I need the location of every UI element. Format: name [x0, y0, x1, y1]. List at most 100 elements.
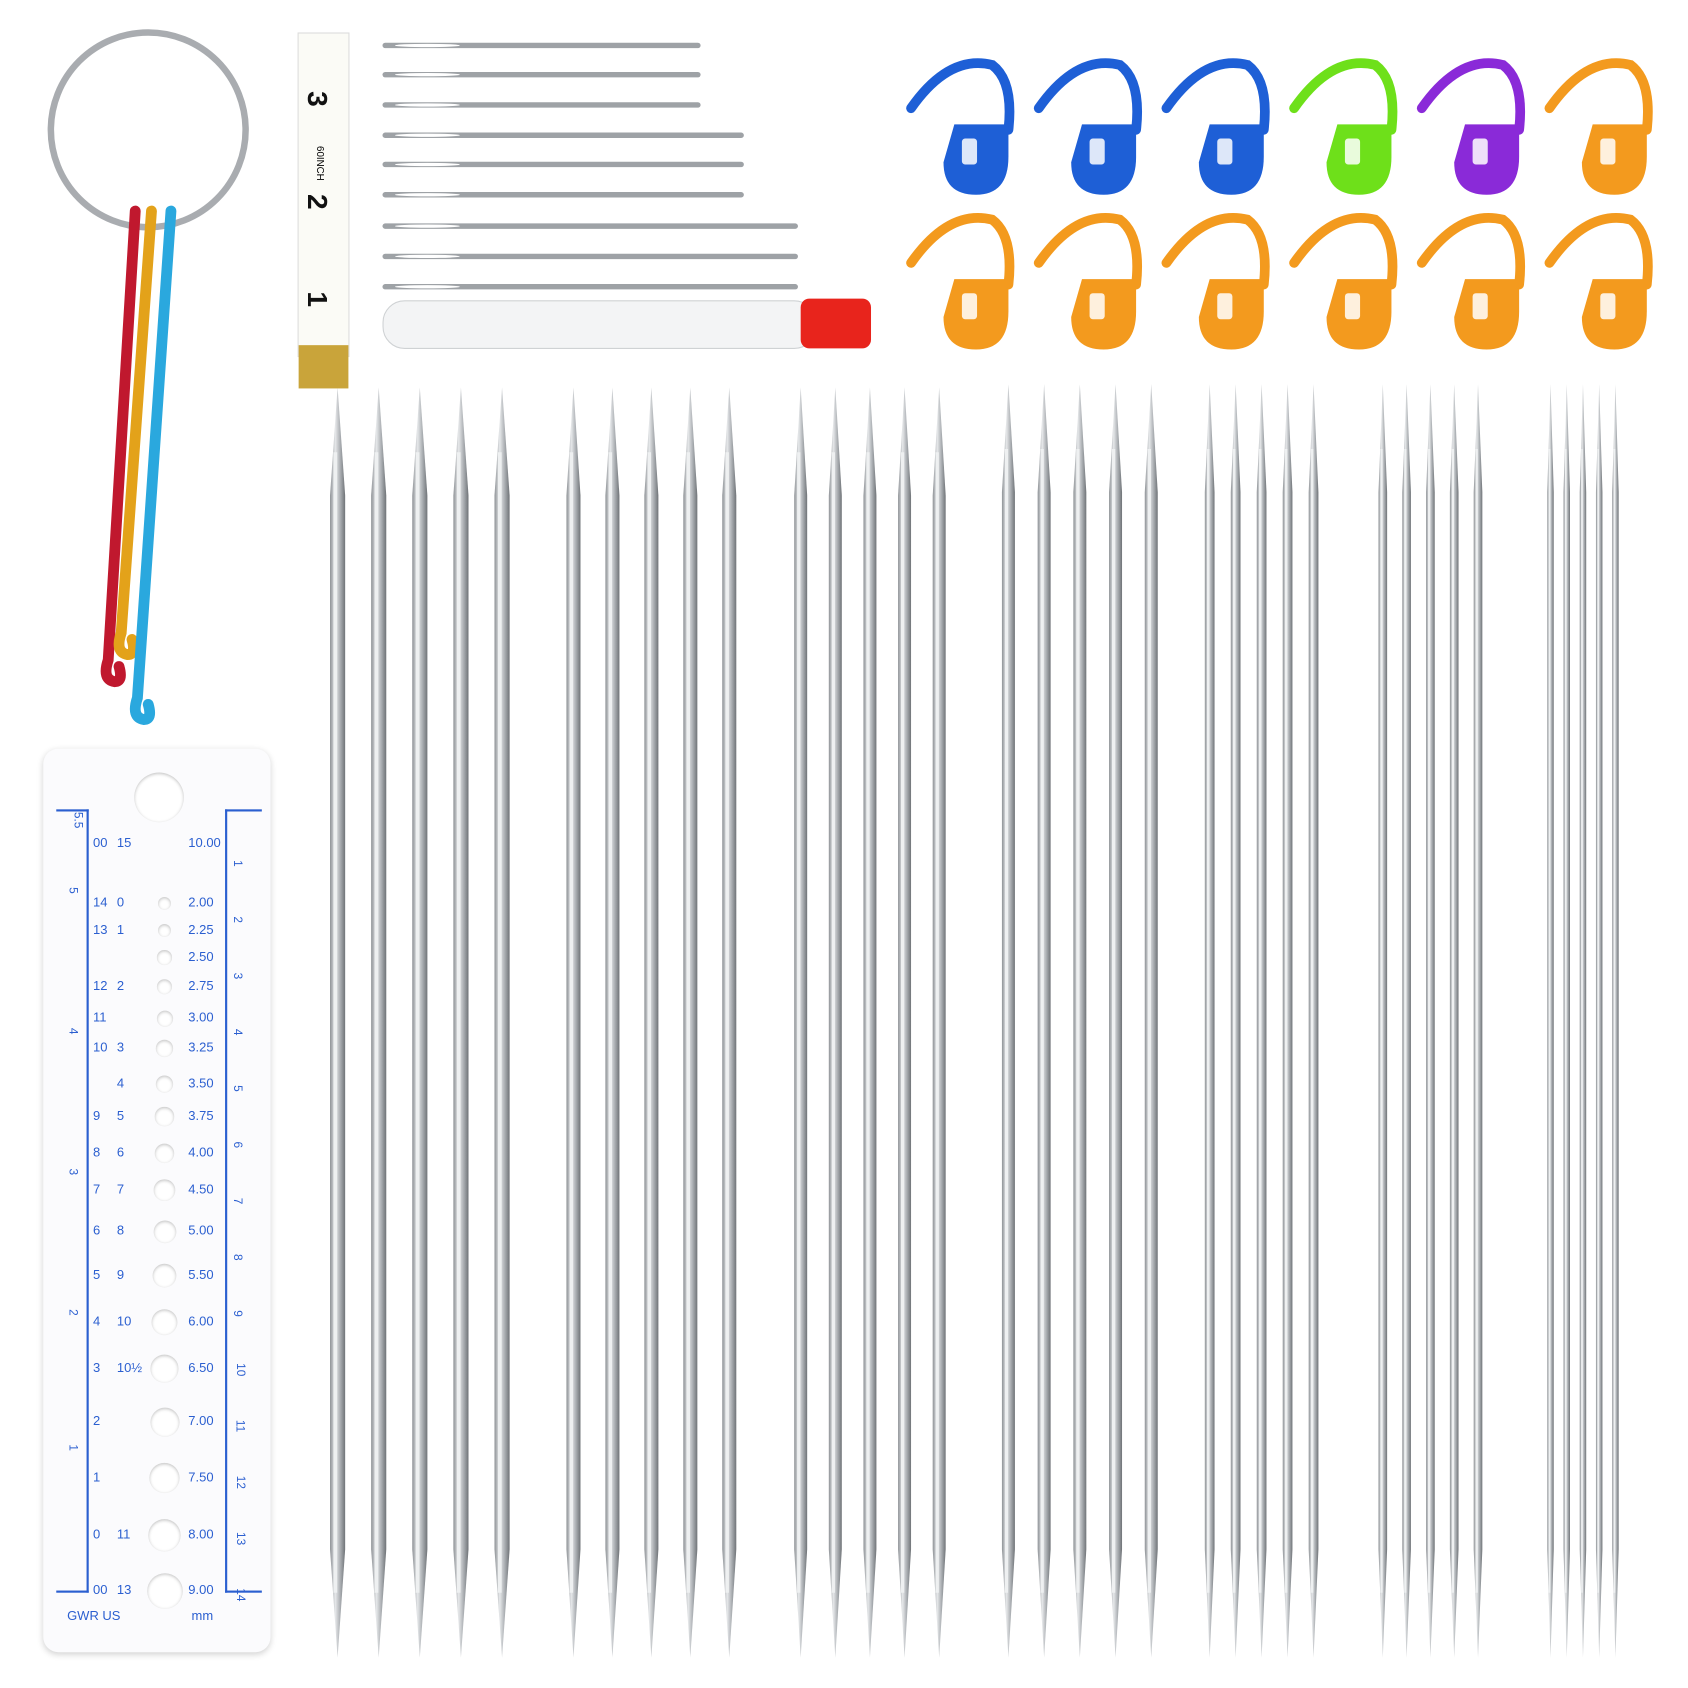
stitch-marker: [1544, 58, 1653, 195]
knitting-needle: [1256, 384, 1267, 1658]
gauge-us: 7: [116, 1181, 125, 1197]
crochet-hook: [129, 205, 177, 725]
crochet-hooks: [100, 205, 177, 725]
tape-label: 1: [301, 291, 335, 308]
gauge-us: 2: [116, 978, 125, 994]
stitch-marker: [1033, 58, 1143, 195]
inch-label: 4: [66, 1027, 80, 1035]
gauge-hole: [155, 1107, 174, 1126]
gauge-uk: 3: [93, 1360, 101, 1376]
stitch-marker: [1289, 212, 1398, 350]
knitting-needle: [1073, 384, 1087, 1658]
gauge-us: 5: [116, 1107, 125, 1124]
gauge-mm: 3.00: [188, 1009, 214, 1025]
knitting-needle: [1449, 384, 1459, 1658]
needle-eye: [394, 193, 460, 197]
knitting-needle: [1037, 384, 1051, 1658]
stitch-marker: [1161, 212, 1270, 350]
darning-needles: [382, 42, 798, 290]
knitting-needle: [1144, 384, 1158, 1658]
gauge-hole: [157, 896, 171, 910]
gauge-mm: 2.75: [188, 978, 214, 994]
gauge-us: 6: [116, 1144, 125, 1160]
knitting-needle: [453, 387, 469, 1658]
needle-eye: [394, 43, 460, 48]
gauge-hole: [156, 1010, 173, 1027]
knitting-needle: [330, 387, 346, 1658]
gauge-hole: [149, 1462, 180, 1494]
cm-label: 4: [230, 1028, 244, 1036]
gauge-footer-right: mm: [191, 1607, 214, 1623]
gauge-hole: [155, 1039, 173, 1057]
gauge-mm: 6.50: [188, 1360, 214, 1376]
gauge-mm: 2.00: [188, 894, 214, 910]
gauge-hole: [157, 950, 172, 965]
knitting-needle: [1579, 384, 1587, 1658]
gauge-mm: 9.00: [188, 1581, 214, 1598]
gauge-uk: 14: [93, 894, 108, 910]
gauge-hole: [153, 1219, 176, 1243]
stitch-markers: [906, 58, 1653, 350]
knitting-needle: [371, 387, 387, 1658]
stitch-marker: [1416, 212, 1526, 350]
cm-label: 10: [233, 1363, 247, 1377]
gauge-mm: 3.50: [188, 1075, 214, 1091]
gauge-row: 12 2 2.75: [43, 978, 270, 995]
gauge-us: 4: [116, 1075, 125, 1091]
inch-label: 5.5: [71, 811, 85, 829]
gauge-mm: 7.00: [188, 1413, 214, 1429]
inch-label: 1: [66, 1444, 80, 1452]
gauge-uk: 12: [93, 978, 108, 994]
knitting-needle: [412, 387, 428, 1658]
inch-ruler: [56, 809, 89, 1593]
gauge-uk: 8: [93, 1144, 101, 1160]
gauge-mm: 7.50: [188, 1469, 214, 1485]
knitting-needle: [1230, 384, 1241, 1658]
cm-label: 13: [233, 1531, 247, 1546]
needle-eye: [394, 254, 460, 259]
cm-label: 1: [230, 860, 244, 867]
knitting-needle: [1109, 384, 1123, 1658]
gauge-hole: [155, 1075, 174, 1094]
knitting-needle: [794, 387, 808, 1658]
cm-label: 7: [230, 1197, 244, 1205]
stitch-marker: [1289, 58, 1398, 195]
knitting-needle: [1282, 384, 1293, 1658]
gauge-uk: 9: [93, 1107, 101, 1124]
knitting-needle: [1402, 384, 1411, 1658]
gauge-hole: [149, 1407, 180, 1437]
knitting-needle: [1473, 384, 1483, 1658]
knitting-needle: [683, 387, 698, 1658]
tape-label: 2: [301, 193, 335, 210]
gauge-mm: 6.00: [188, 1313, 214, 1329]
gauge-us: 13: [116, 1581, 132, 1598]
needle-eye: [394, 73, 460, 77]
gauge-us: 3: [116, 1039, 125, 1055]
gauge-us: 10½: [116, 1360, 143, 1376]
gauge-uk: 5: [93, 1267, 101, 1283]
stitch-marker: [1161, 58, 1270, 195]
gauge-uk: 2: [93, 1413, 101, 1429]
cm-label: 5: [230, 1085, 244, 1092]
needle-eye: [394, 162, 460, 167]
gauge-hole: [148, 1519, 181, 1552]
cm-label: 3: [230, 972, 244, 980]
gauge-us: 1: [116, 921, 125, 938]
knitting-needle: [898, 387, 912, 1658]
gauge-hole: [150, 1354, 179, 1383]
knitting-needle: [644, 387, 659, 1658]
gauge-us: 11: [116, 1526, 131, 1542]
gauge-hole: [152, 1263, 177, 1288]
knitting-needle: [1612, 384, 1619, 1658]
gauge-uk: 4: [93, 1313, 101, 1329]
